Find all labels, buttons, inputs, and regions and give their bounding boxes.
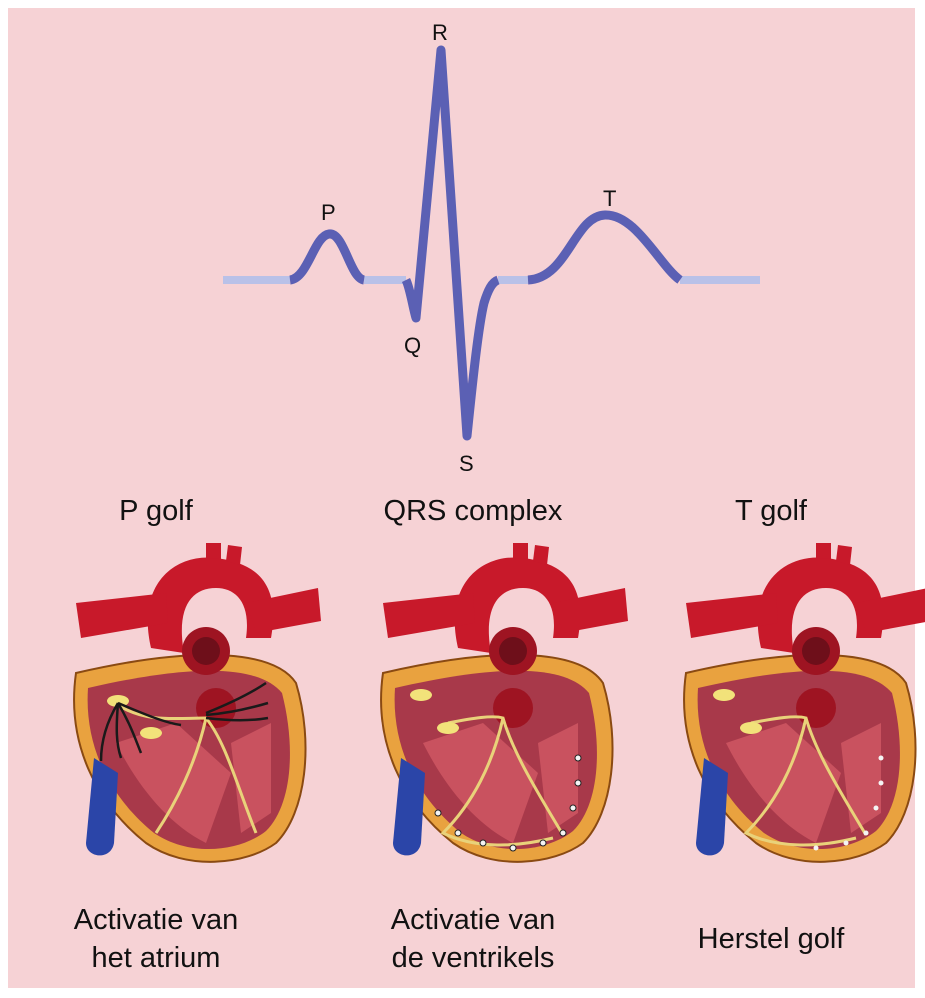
- ecg-label-p: P: [321, 200, 336, 226]
- ecg-label-s: S: [459, 451, 474, 477]
- caption-line: de ventrikels: [328, 939, 618, 977]
- ecg-label-r: R: [432, 20, 448, 46]
- ecg-qrs-complex: [406, 50, 498, 436]
- sinoatrial-node: [713, 689, 735, 701]
- ecg-trace: [8, 8, 915, 478]
- caption-line: het atrium: [11, 939, 301, 977]
- ecg-p-wave: [290, 234, 364, 280]
- heart-illustration-recovery: [666, 543, 925, 873]
- atrioventricular-node: [140, 727, 162, 739]
- heart-illustration-atrial-activation: [56, 543, 326, 873]
- sinoatrial-node: [410, 689, 432, 701]
- atrioventricular-node: [437, 722, 459, 734]
- diagram-background: R P T Q S P golf QRS complex T golf: [8, 8, 915, 988]
- panel-title-t-wave: T golf: [626, 495, 916, 528]
- caption-ventricular-activation: Activatie van de ventrikels: [328, 901, 618, 977]
- caption-line: Activatie van: [11, 901, 301, 939]
- caption-recovery: Herstel golf: [626, 920, 916, 958]
- caption-atrial-activation: Activatie van het atrium: [11, 901, 301, 977]
- caption-line: Activatie van: [328, 901, 618, 939]
- panel-title-p-wave: P golf: [11, 495, 301, 528]
- heart-illustration-ventricular-activation: [363, 543, 633, 873]
- panel-title-qrs-complex: QRS complex: [328, 495, 618, 528]
- ecg-t-wave: [528, 215, 680, 280]
- ecg-label-t: T: [603, 186, 616, 212]
- atrioventricular-node: [740, 722, 762, 734]
- ecg-label-q: Q: [404, 333, 421, 359]
- caption-line: Herstel golf: [626, 920, 916, 958]
